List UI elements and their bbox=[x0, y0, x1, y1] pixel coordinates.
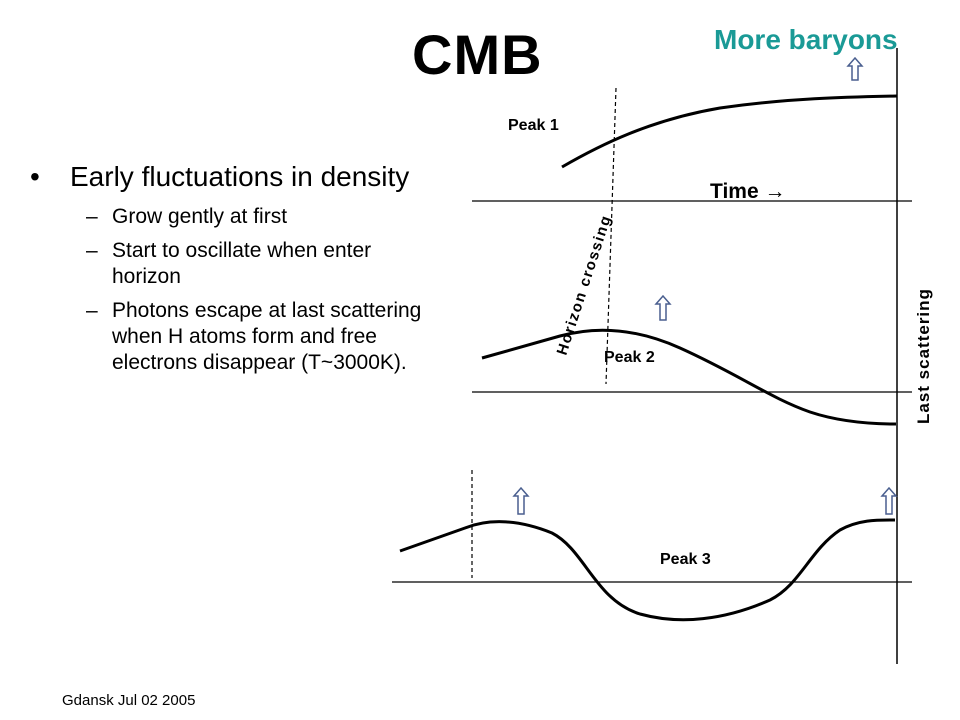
peak2-label: Peak 2 bbox=[604, 349, 655, 366]
peak3-label: Peak 3 bbox=[660, 551, 711, 568]
horizon-crossing-label: Horizon crossing bbox=[554, 213, 615, 358]
bullet-dot-icon: • bbox=[30, 161, 40, 192]
up-arrow-icon bbox=[654, 294, 672, 321]
horizon-crossing-line bbox=[605, 87, 617, 385]
bullet-main-text: Early fluctuations in density bbox=[70, 161, 410, 192]
bullet-main: • Early fluctuations in density bbox=[28, 160, 428, 194]
more-baryons-label: More baryons bbox=[714, 24, 898, 55]
sub-bullet-oscillate: – Start to oscillate when enter horizon bbox=[86, 238, 428, 290]
sub-bullet-photons: – Photons escape at last scattering when… bbox=[86, 298, 428, 376]
curve-peak1 bbox=[561, 94, 898, 169]
up-arrow-icon bbox=[846, 56, 864, 81]
up-arrow-icon bbox=[512, 486, 530, 515]
up-arrow-icon bbox=[880, 486, 898, 515]
peak1-label: Peak 1 bbox=[508, 117, 559, 134]
sub-bullet-text: Photons escape at last scattering when H… bbox=[112, 299, 422, 374]
dash-icon: – bbox=[86, 205, 98, 228]
sub-bullet-text: Grow gently at first bbox=[112, 205, 288, 228]
curve-peak2 bbox=[481, 328, 897, 426]
time-label: Time → bbox=[710, 180, 785, 203]
dash-icon: – bbox=[86, 299, 98, 322]
last-scattering-label: Last scattering bbox=[914, 288, 933, 424]
sub-bullet-text: Start to oscillate when enter horizon bbox=[112, 239, 372, 288]
dash-icon: – bbox=[86, 239, 98, 262]
footer-text: Gdansk Jul 02 2005 bbox=[62, 692, 196, 709]
sub-bullet-list: – Grow gently at first – Start to oscill… bbox=[28, 204, 428, 376]
slide-title: CMB bbox=[412, 23, 543, 86]
curve-peak3 bbox=[399, 518, 896, 622]
bullet-list: • Early fluctuations in density – Grow g… bbox=[28, 160, 428, 384]
sub-bullet-grow: – Grow gently at first bbox=[86, 204, 428, 230]
